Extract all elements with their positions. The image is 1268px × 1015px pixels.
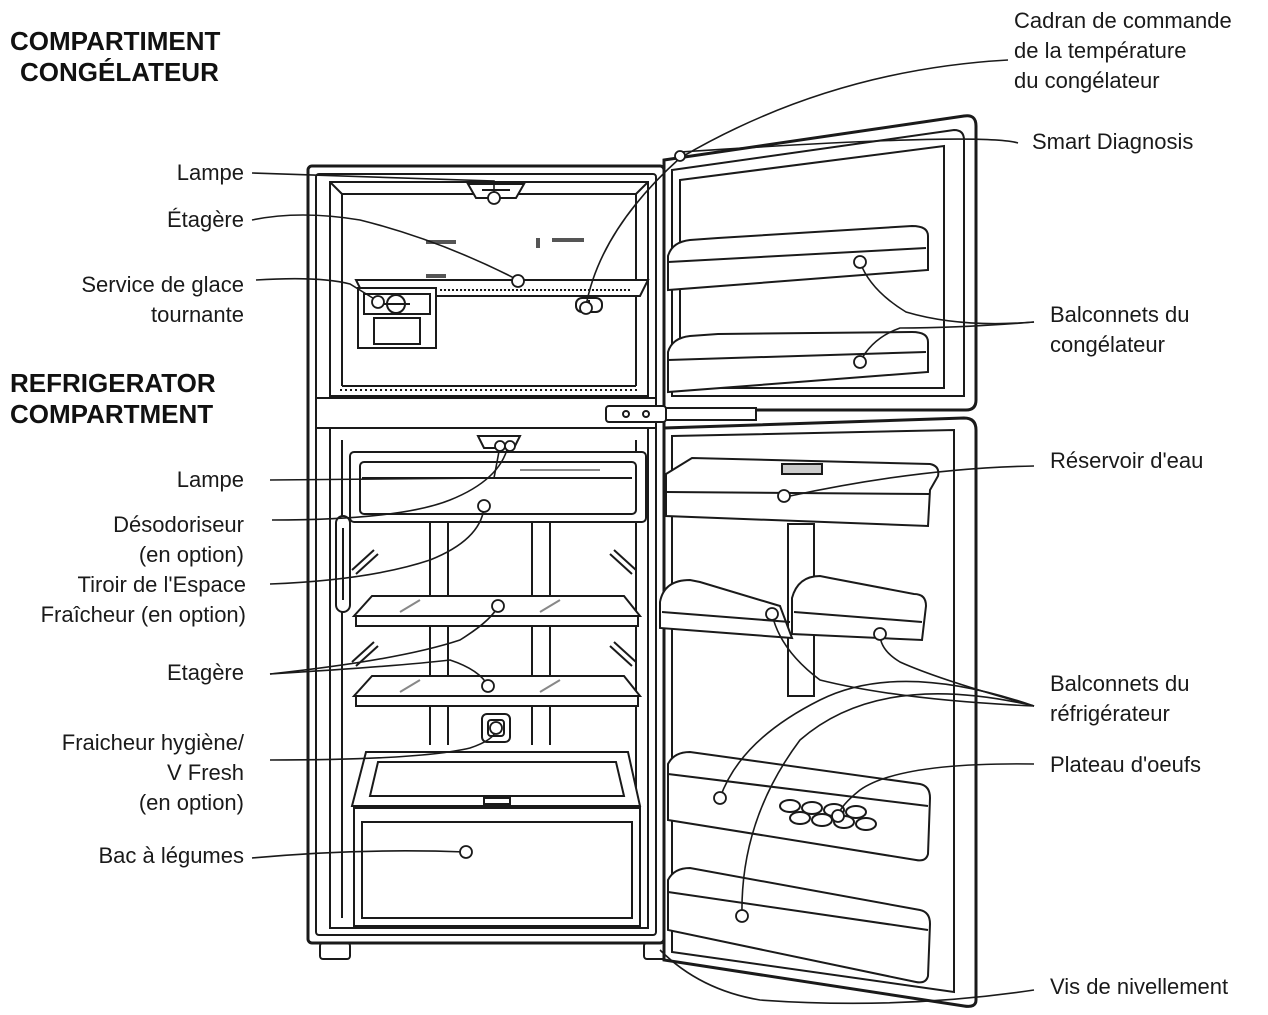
label-deodorizer-line1: Désodoriseur — [113, 512, 244, 537]
label-fridge-bins: Balconnets du réfrigérateur — [1050, 669, 1189, 729]
ice-maker — [357, 287, 437, 349]
heading-freezer-line1: COMPARTIMENT — [10, 26, 221, 56]
label-smart-diagnosis: Smart Diagnosis — [1032, 129, 1194, 154]
label-egg-tray: Plateau d'oeufs — [1050, 752, 1201, 777]
label-hygiene-fresh: Fraicheur hygiène/ V Fresh (en option) — [62, 728, 244, 818]
label-shelf-fridge: Etagère — [166, 660, 244, 685]
label-freezer-bins-line2: congélateur — [1050, 332, 1165, 357]
label-shelf-freezer: Étagère — [166, 207, 244, 232]
deodorizer — [335, 515, 351, 613]
label-deodorizer: Désodoriseur (en option) — [113, 510, 244, 570]
heading-fridge: REFRIGERATOR COMPARTMENT — [10, 368, 216, 430]
label-fridge-bins-line2: réfrigérateur — [1050, 701, 1170, 726]
leader-lines — [251, 59, 1035, 1005]
label-water-tank: Réservoir d'eau — [1050, 448, 1204, 473]
label-hygiene-fresh-line3: (en option) — [138, 790, 244, 815]
label-ice-service: Service de glace tournante — [81, 270, 244, 330]
freezer-lamp — [466, 183, 526, 199]
freezer-vents — [426, 238, 584, 278]
label-temperature-dial: Cadran de commande de la température du … — [1014, 6, 1232, 96]
egg-tray — [779, 799, 877, 831]
label-hygiene-fresh-line1: Fraicheur hygiène/ — [61, 730, 244, 755]
freezer-door — [662, 114, 978, 412]
heading-fridge-line1: REFRIGERATOR — [10, 368, 216, 398]
callout-points — [371, 150, 887, 923]
label-fresh-drawer-line2: Fraîcheur (en option) — [40, 602, 246, 627]
label-ice-service-line1: Service de glace — [81, 272, 244, 297]
label-temperature-dial-line1: Cadran de commande — [1014, 8, 1232, 33]
label-lamp-fridge: Lampe — [176, 467, 244, 492]
label-deodorizer-line2: (en option) — [138, 542, 244, 567]
label-temperature-dial-line2: de la température — [1014, 38, 1187, 63]
label-temperature-dial-line3: du congélateur — [1014, 68, 1160, 93]
door-hinge — [605, 405, 757, 423]
label-vegetable-bin: Bac à légumes — [98, 843, 244, 868]
heading-freezer: COMPARTIMENT CONGÉLATEUR — [10, 26, 220, 88]
label-fridge-bins-line1: Balconnets du — [1050, 671, 1190, 696]
vegetable-drawer — [350, 751, 642, 927]
label-freezer-bins: Balconnets du congélateur — [1050, 300, 1189, 360]
label-fresh-drawer-line1: Tiroir de l'Espace — [77, 572, 246, 597]
heading-fridge-line2: COMPARTMENT — [10, 399, 214, 429]
label-leveling-screw: Vis de nivellement — [1050, 974, 1229, 999]
heading-freezer-line2: CONGÉLATEUR — [20, 57, 219, 87]
label-fresh-drawer: Tiroir de l'Espace Fraîcheur (en option) — [41, 570, 246, 630]
fridge-door — [659, 416, 978, 1008]
label-ice-service-line2: tournante — [151, 302, 244, 327]
label-hygiene-fresh-line2: V Fresh — [166, 760, 244, 785]
label-freezer-bins-line1: Balconnets du — [1050, 302, 1190, 327]
label-lamp-freezer: Lampe — [176, 160, 244, 185]
